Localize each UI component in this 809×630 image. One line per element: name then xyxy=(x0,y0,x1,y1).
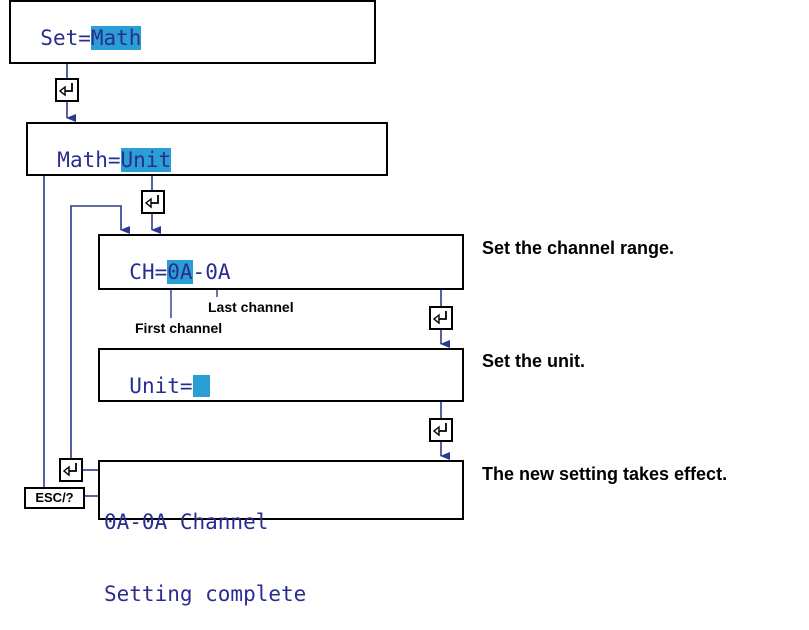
enter-key-icon[interactable] xyxy=(55,78,79,102)
screen-channel-last: 0A xyxy=(205,260,231,284)
screen-math-prefix: Math= xyxy=(57,148,121,172)
screen-channel-first: 0A xyxy=(167,260,193,284)
screen-set-prefix: Set= xyxy=(40,26,91,50)
text-cursor xyxy=(192,375,210,397)
enter-key-icon[interactable] xyxy=(429,418,453,442)
screen-set: Set=Math xyxy=(9,0,376,64)
label-first-channel: First channel xyxy=(135,320,223,336)
screen-math: Math=Unit xyxy=(26,122,388,176)
screen-channel-separator: - xyxy=(192,260,206,284)
flow-diagram xyxy=(35,64,453,497)
screen-unit-prefix: Unit= xyxy=(129,374,193,398)
screen-math-value: Unit xyxy=(120,148,172,172)
flow-loop-to-channel xyxy=(70,205,130,470)
annotation-unit: Set the unit. xyxy=(482,351,585,371)
enter-key-icon[interactable] xyxy=(429,306,453,330)
screen-unit: Unit= xyxy=(98,348,464,402)
screen-complete-line1: 0A-0A Channel xyxy=(104,510,269,534)
screen-set-value: Math xyxy=(90,26,142,50)
annotation-channel-range: Set the channel range. xyxy=(482,238,675,258)
screen-channel: CH=0A-0A xyxy=(98,234,464,290)
annotation-effect: The new setting takes effect. xyxy=(482,464,728,484)
label-last-channel: Last channel xyxy=(208,299,294,315)
esc-key[interactable]: ESC/? xyxy=(24,487,85,509)
screen-channel-prefix: CH= xyxy=(129,260,168,284)
enter-key-icon[interactable] xyxy=(141,190,165,214)
screen-complete-line2: Setting complete xyxy=(104,582,307,606)
screen-complete: 0A-0A Channel Setting complete xyxy=(98,460,464,606)
enter-key-icon[interactable] xyxy=(59,458,83,482)
